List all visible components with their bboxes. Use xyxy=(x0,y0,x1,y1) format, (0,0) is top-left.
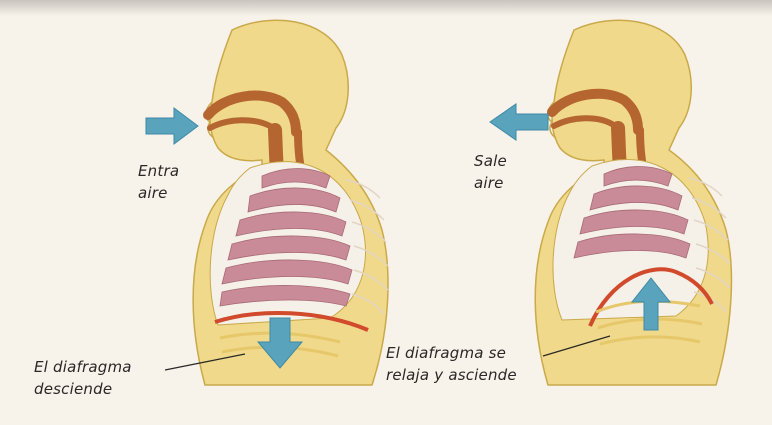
left-air-label-line1: Entra xyxy=(138,160,179,182)
right-diaphragm-label-line1: El diafragma se xyxy=(386,342,517,364)
left-diaphragm-label-line2: desciende xyxy=(34,378,132,400)
left-air-label-line2: aire xyxy=(138,182,179,204)
right-figure xyxy=(490,20,731,385)
left-air-label: Entra aire xyxy=(138,160,179,204)
right-air-label: Sale aire xyxy=(474,150,507,194)
right-diaphragm-label: El diafragma se relaja y asciende xyxy=(386,342,517,386)
left-air-in-arrow xyxy=(146,108,198,144)
right-diaphragm-label-line2: relaja y asciende xyxy=(386,364,517,386)
left-diaphragm-label-line1: El diafragma xyxy=(34,356,132,378)
right-air-label-line2: aire xyxy=(474,172,507,194)
left-diaphragm-label: El diafragma desciende xyxy=(34,356,132,400)
right-air-label-line1: Sale xyxy=(474,150,507,172)
left-figure xyxy=(146,20,388,385)
right-air-out-arrow xyxy=(490,104,548,140)
